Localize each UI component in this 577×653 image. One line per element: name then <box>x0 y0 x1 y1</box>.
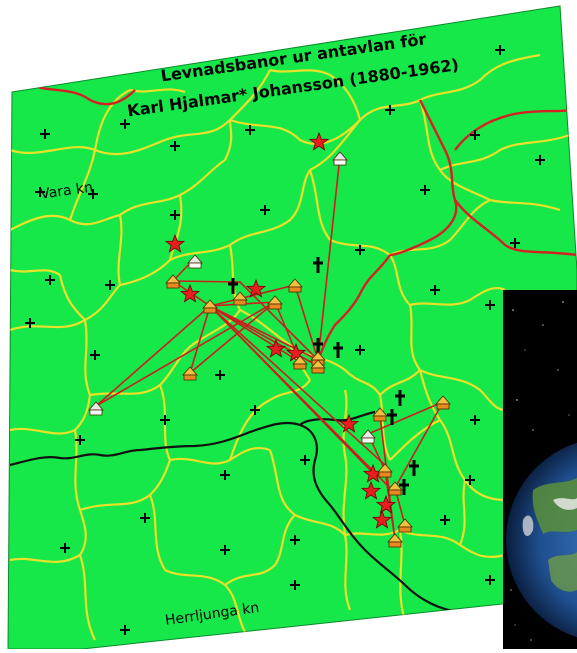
star-icon <box>371 509 393 529</box>
house-icon <box>310 359 326 374</box>
cross-icon <box>409 460 419 476</box>
house-icon <box>332 151 348 166</box>
star-icon <box>245 278 267 298</box>
cross-icon <box>387 409 397 425</box>
house-icon <box>387 481 403 496</box>
house-icon <box>292 355 308 370</box>
star-icon <box>285 342 307 362</box>
house-icon <box>435 395 451 410</box>
cross-icon <box>399 479 409 495</box>
house-icon <box>360 429 376 444</box>
birth-markers <box>164 131 397 529</box>
star-icon <box>179 283 201 303</box>
cross-icon <box>313 338 323 354</box>
house-icon <box>202 299 218 314</box>
life-paths <box>95 155 444 541</box>
house-icon <box>182 366 198 381</box>
house-icon <box>397 518 413 533</box>
star-icon <box>265 338 287 358</box>
cross-icon <box>313 257 323 273</box>
residence-markers <box>88 151 451 548</box>
star-icon <box>360 480 382 500</box>
cross-icon <box>333 342 343 358</box>
house-icon <box>377 463 393 478</box>
house-icon <box>88 401 104 416</box>
star-icon <box>164 233 186 253</box>
house-icon <box>287 278 303 293</box>
cross-icon <box>395 390 405 406</box>
earth-globe-inset <box>503 290 577 649</box>
cross-icon <box>228 278 238 294</box>
star-icon <box>338 413 360 433</box>
star-icon <box>308 131 330 151</box>
place-label-vara: Vara kn <box>39 179 94 202</box>
parish-borders <box>9 53 571 641</box>
globe-landmass <box>532 478 577 534</box>
star-icon <box>375 494 397 514</box>
house-icon <box>372 407 388 422</box>
house-icon <box>232 291 248 306</box>
death-markers <box>228 257 419 495</box>
parish-center-markers <box>25 45 545 635</box>
house-icon <box>187 254 203 269</box>
house-icon <box>267 295 283 310</box>
municipality-borders <box>19 78 577 371</box>
house-icon <box>165 274 181 289</box>
house-icon <box>387 533 403 548</box>
star-field <box>510 301 570 641</box>
